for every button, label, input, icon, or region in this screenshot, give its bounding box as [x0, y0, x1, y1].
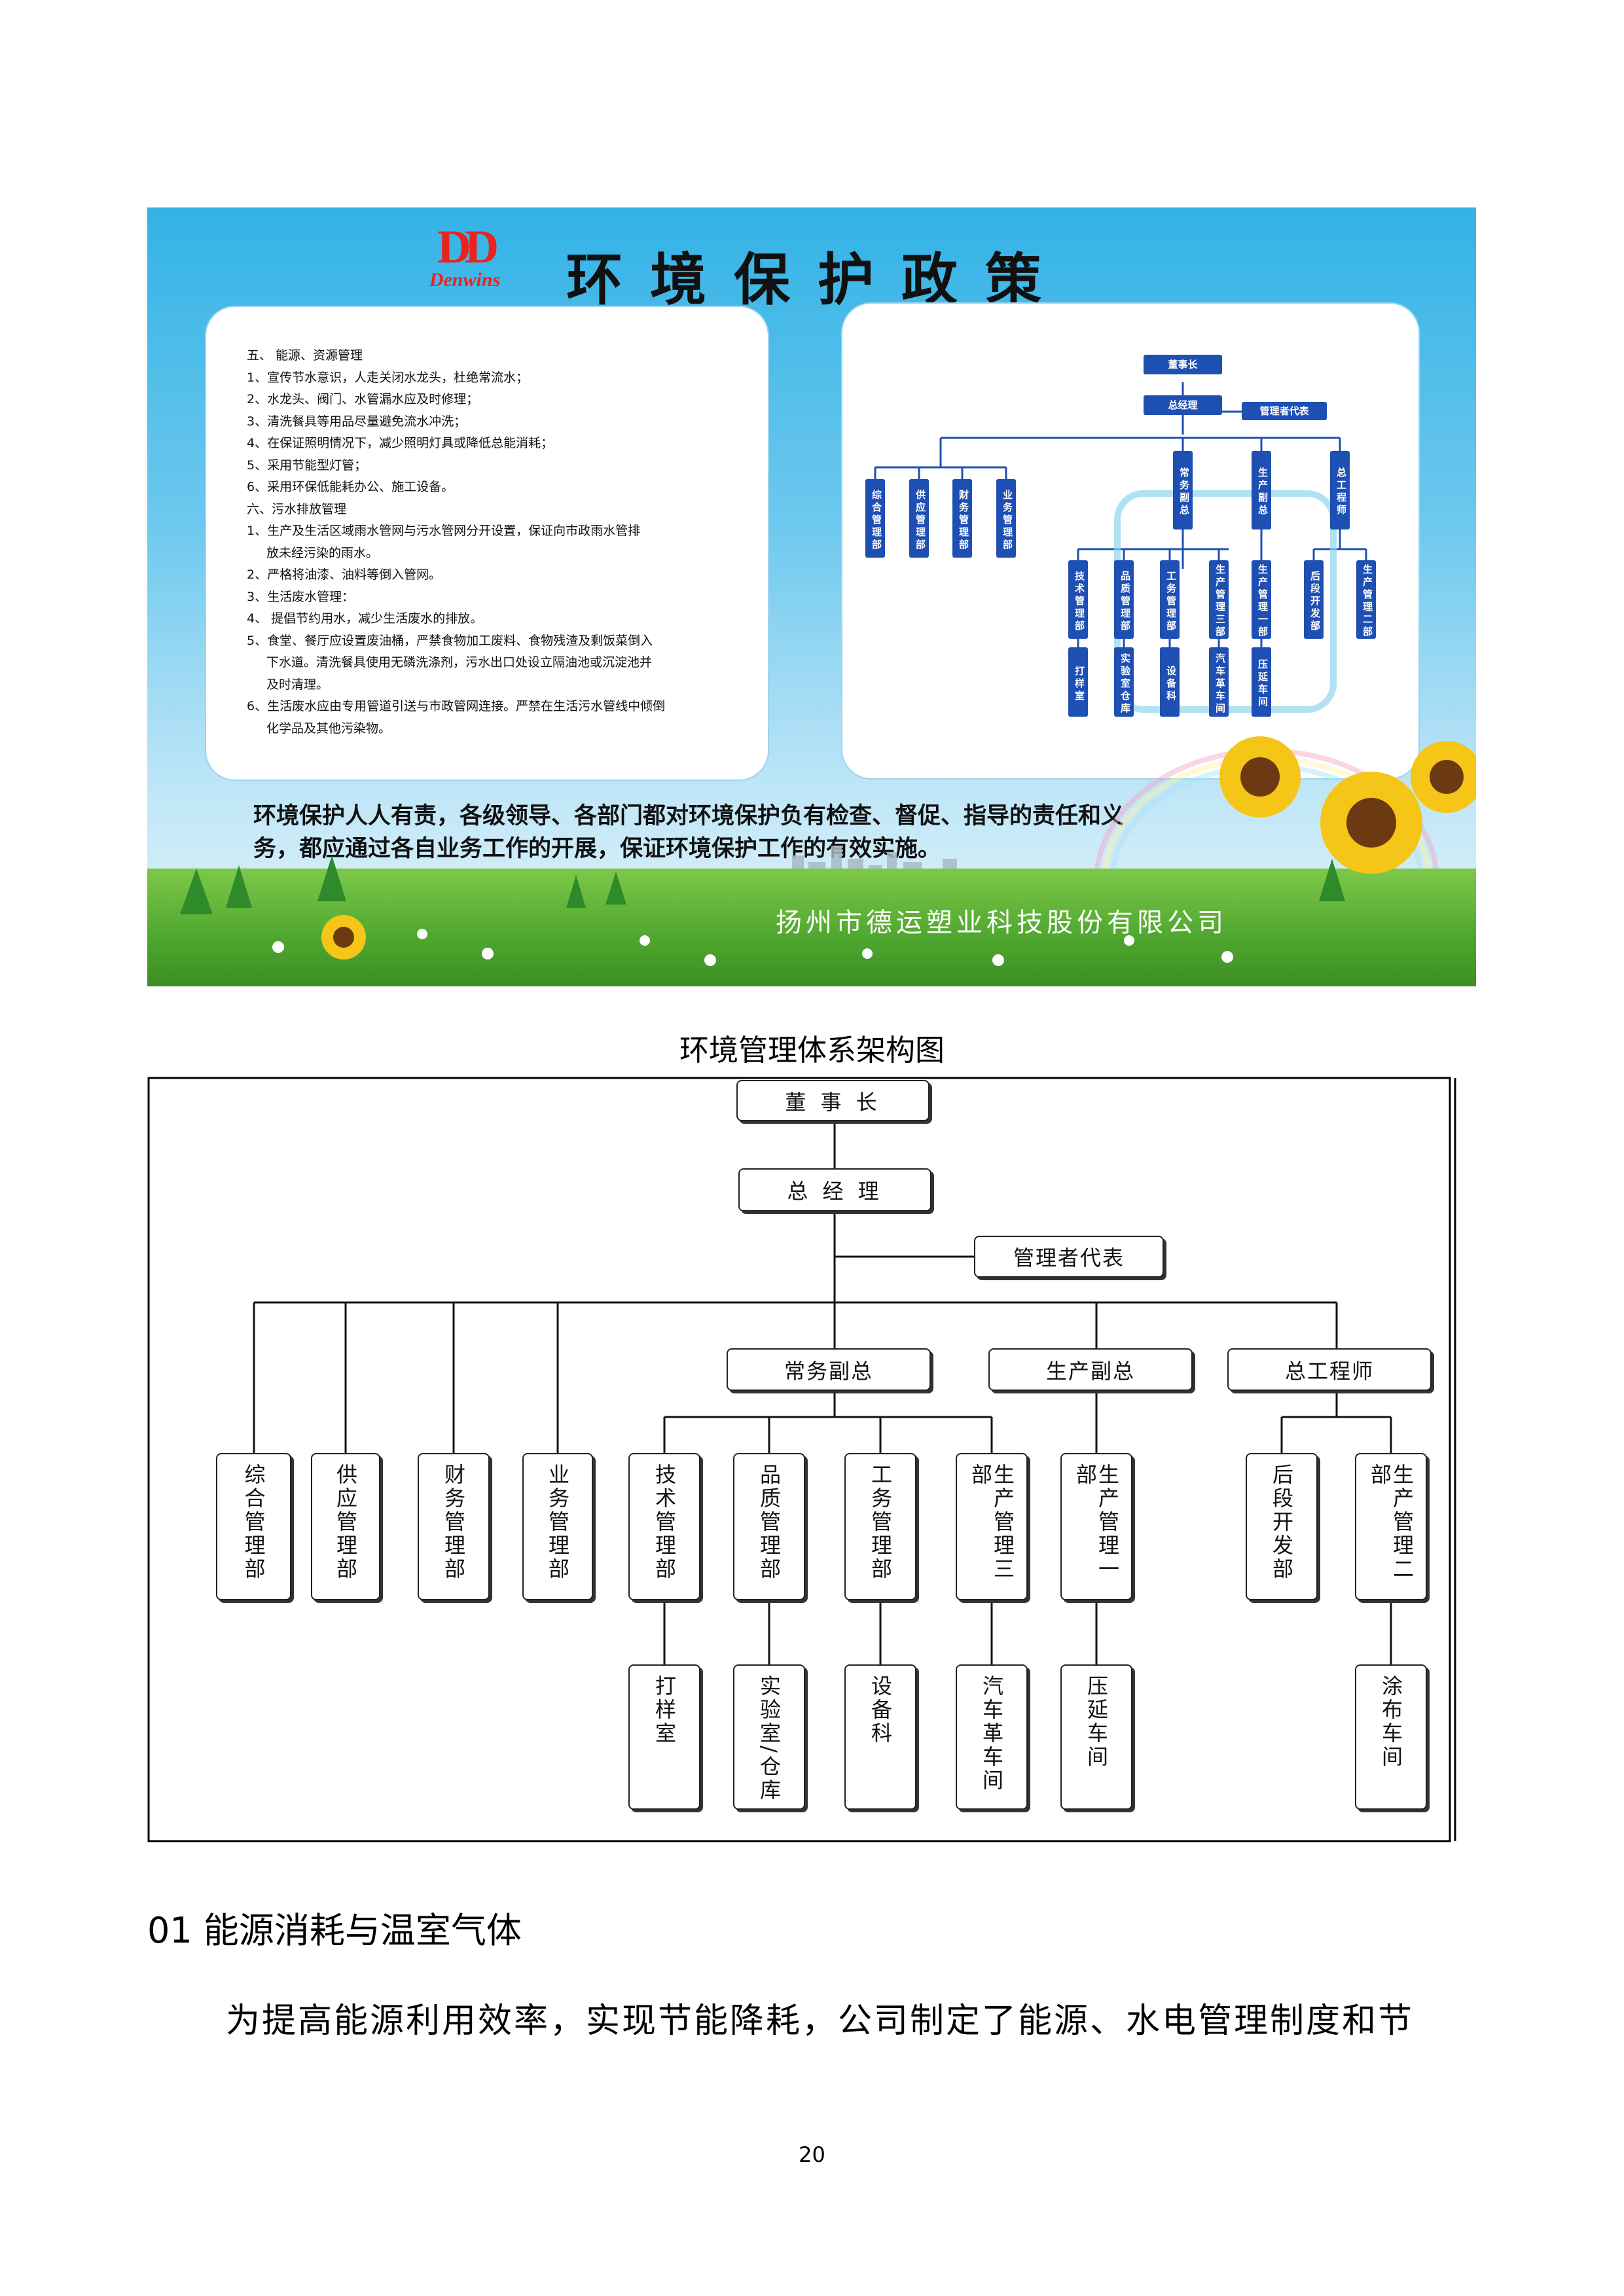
mini-deputy-box: 生产副总 — [1252, 451, 1271, 529]
dept-box-production-management-3: 生产管理三部 — [956, 1453, 1028, 1600]
dept-box-quality-management: 品质管理部 — [733, 1453, 805, 1600]
dept-box-backend-development: 后段开发部 — [1246, 1453, 1318, 1600]
policy-line: 3、清洗餐具等用品尽量避免流水冲洗； — [247, 414, 467, 429]
dept-box-supply-management: 供应管理部 — [311, 1453, 380, 1600]
unit-box-automotive-leather-workshop: 汽车革车间 — [956, 1664, 1028, 1810]
policy-list: 五、 能源、资源管理 1、宣传节水意识，人走关闭水龙头，杜绝常流水； 2、水龙头… — [247, 345, 757, 740]
policy-line: 及时清理。 — [266, 677, 329, 692]
mini-subdept-box: 后段开发部 — [1304, 560, 1324, 639]
policy-line: 2、严格将油漆、油料等倒入管网。 — [247, 567, 442, 582]
policy-text-panel: 五、 能源、资源管理 1、宣传节水意识，人走关闭水龙头，杜绝常流水； 2、水龙头… — [205, 306, 769, 781]
policy-line: 5、采用节能型灯管； — [247, 457, 367, 473]
mini-dept-box: 综合管理部 — [865, 479, 885, 558]
policy-line: 4、 提倡节约用水，减少生活废水的排放。 — [247, 611, 483, 626]
policy-line: 1、生产及生活区域雨水管网与污水管网分开设置，保证向市政雨水管排 — [247, 524, 641, 538]
mini-subdept-box: 品质管理部 — [1114, 560, 1134, 639]
mini-subdept-box: 生产管理一部 — [1252, 560, 1271, 639]
mini-unit-box: 设备科 — [1160, 647, 1180, 717]
mini-rep-box: 管理者代表 — [1242, 402, 1327, 420]
mini-dept-box: 供应管理部 — [909, 479, 929, 558]
dept-box-engineering-management: 工务管理部 — [844, 1453, 916, 1600]
chief-engineer-box: 总工程师 — [1227, 1348, 1432, 1391]
company-logo: DD Denwins — [409, 221, 520, 298]
production-deputy-gm-box: 生产副总 — [988, 1348, 1193, 1391]
policy-line: 6、生活废水应由专用管道引送与市政管网连接。严禁在生活污水管线中倾倒 — [247, 699, 666, 713]
poster-slogan: 环境保护人人有责，各级领导、各部门都对环境保护负有检查、督促、指导的责任和义 务… — [253, 800, 1170, 865]
mini-subdept-box: 生产管理三部 — [1209, 560, 1229, 639]
unit-box-lab-warehouse: 实验室/仓库 — [733, 1664, 805, 1810]
mini-unit-box: 实验室仓库 — [1114, 647, 1134, 717]
general-manager-box: 总 经 理 — [738, 1168, 931, 1211]
poster-company-name: 扬州市德运塑业科技股份有限公司 — [776, 908, 1227, 938]
flower-dots — [272, 929, 1233, 966]
figure-caption: 环境管理体系架构图 — [679, 1033, 945, 1067]
logo-mark: DD — [437, 221, 499, 273]
sunflower-decoration — [321, 736, 1476, 960]
mini-deputy-box: 常务副总 — [1173, 451, 1193, 529]
dept-box-production-management-1: 生产管理一部 — [1060, 1453, 1132, 1600]
page-number: 20 — [799, 2142, 825, 2167]
mini-gm-box: 总经理 — [1144, 395, 1222, 415]
dept-box-finance-management: 财务管理部 — [418, 1453, 490, 1600]
policy-line: 1、宣传节水意识，人走关闭水龙头，杜绝常流水； — [247, 370, 529, 385]
dept-box-technical-management: 技术管理部 — [628, 1453, 700, 1600]
policy-line: 五、 能源、资源管理 — [247, 348, 363, 363]
mini-unit-box: 打样室 — [1068, 647, 1088, 717]
poster-foreground — [180, 736, 1476, 966]
policy-line: 3、生活废水管理： — [247, 589, 355, 604]
policy-line: 4、在保证照明情况下，减少照明灯具或降低总能消耗； — [247, 436, 554, 450]
policy-line: 下水道。清洗餐具使用无磷洗涤剂，污水出口处设立隔油池或沉淀池并 — [266, 655, 653, 670]
org-chart: 董 事 长 总 经 理 管理者代表 常务副总 生产副总 总工程师 综合管理部 供… — [147, 1077, 1456, 1842]
unit-box-coating-workshop: 涂布车间 — [1355, 1664, 1427, 1810]
executive-deputy-gm-box: 常务副总 — [727, 1348, 931, 1391]
org-chart-lines — [147, 1077, 1456, 1842]
dept-box-production-management-2: 生产管理二部 — [1355, 1453, 1427, 1600]
poster-title: 环境保护政策 — [566, 247, 1069, 313]
mini-deputy-box: 总工程师 — [1330, 451, 1350, 529]
mini-org-chart-panel: 董事长 总经理 管理者代表 常务副总 生产副总 总工程师 综合管理部 供应管理部… — [841, 302, 1420, 780]
policy-line: 2、水龙头、阀门、水管漏水应及时修理； — [247, 392, 479, 406]
unit-box-sample-room: 打样室 — [628, 1664, 700, 1810]
logo-text: Denwins — [429, 269, 501, 291]
policy-line: 放未经污染的雨水。 — [266, 545, 379, 560]
section-heading: 01 能源消耗与温室气体 — [147, 1910, 522, 1951]
mini-chairman-box: 董事长 — [1144, 355, 1222, 374]
slogan-line: 环境保护人人有责，各级领导、各部门都对环境保护负有检查、督促、指导的责任和义 — [253, 803, 1125, 829]
dept-box-business-management: 业务管理部 — [522, 1453, 593, 1600]
policy-line: 5、食堂、餐厅应设置废油桶，严禁食物加工废料、食物残渣及剩饭菜倒入 — [247, 633, 653, 648]
chairman-box: 董 事 长 — [736, 1080, 929, 1121]
body-paragraph: 为提高能源利用效率，实现节能降耗，公司制定了能源、水电管理制度和节 — [226, 2001, 1415, 2041]
mini-subdept-box: 工务管理部 — [1160, 560, 1180, 639]
unit-box-equipment-section: 设备科 — [844, 1664, 916, 1810]
mini-unit-box: 压延车间 — [1252, 647, 1271, 717]
tree-decoration — [180, 855, 1345, 914]
dept-box-general-management: 综合管理部 — [216, 1453, 291, 1600]
unit-box-calendering-workshop: 压延车间 — [1060, 1664, 1132, 1810]
mini-dept-box: 财务管理部 — [952, 479, 972, 558]
mini-subdept-box: 生产管理二部 — [1356, 560, 1376, 639]
policy-line: 6、采用环保低能耗办公、施工设备。 — [247, 480, 454, 494]
policy-line: 化学品及其他污染物。 — [266, 721, 391, 736]
environmental-policy-poster: DD Denwins 环境保护政策 五、 能源、资源管理 1、宣传节水意识，人走… — [147, 207, 1476, 986]
mini-subdept-box: 技术管理部 — [1068, 560, 1088, 639]
mini-unit-box: 汽车革车间 — [1209, 647, 1229, 717]
poster-grass — [147, 869, 1476, 986]
management-representative-box: 管理者代表 — [974, 1236, 1164, 1278]
slogan-line: 务，都应通过各自业务工作的开展，保证环境保护工作的有效实施。 — [253, 836, 941, 862]
policy-line: 六、污水排放管理 — [247, 501, 347, 516]
mini-dept-box: 业务管理部 — [996, 479, 1016, 558]
